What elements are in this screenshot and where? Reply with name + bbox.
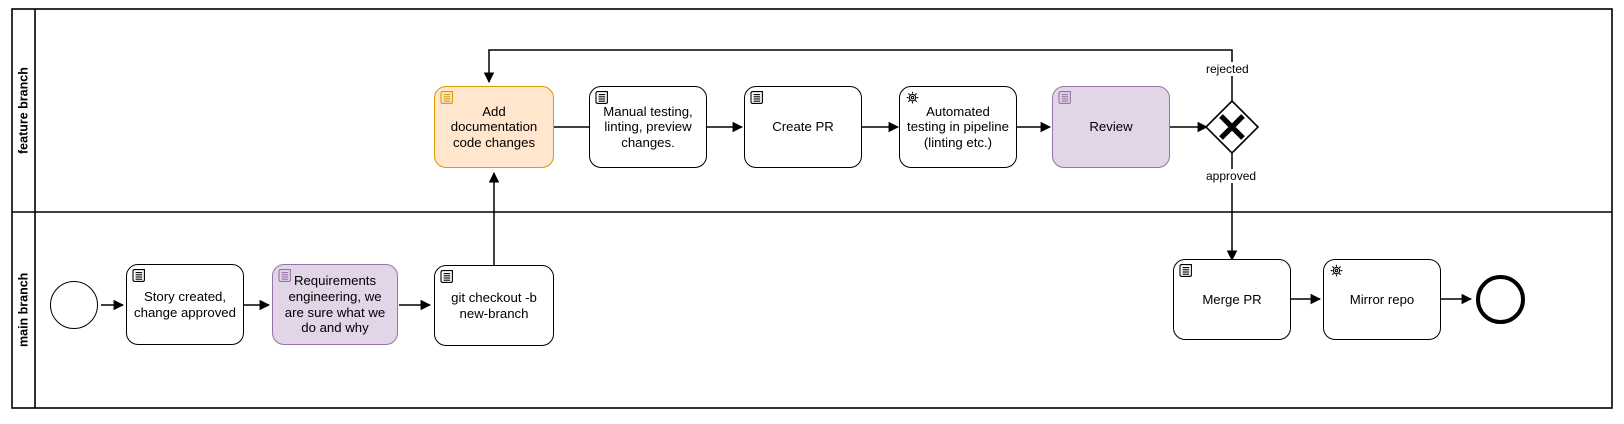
task-requirements-engineering[interactable]: Requirements engineering, we are sure wh… — [272, 264, 398, 345]
task-automated-testing[interactable]: Automated testing in pipeline (linting e… — [899, 86, 1017, 168]
task-label: Add documentation code changes — [450, 103, 538, 150]
pool-frame — [11, 8, 1613, 409]
manual-task-icon — [1179, 264, 1192, 277]
task-label: Story created, change approved — [134, 288, 236, 320]
task-story-created[interactable]: Story created, change approved — [126, 264, 244, 345]
task-review[interactable]: Review — [1052, 86, 1170, 168]
task-label: Mirror repo — [1349, 291, 1415, 307]
manual-task-icon — [440, 270, 453, 283]
task-mirror-repo[interactable]: Mirror repo — [1323, 259, 1441, 340]
service-task-gear-icon — [1330, 264, 1343, 277]
manual-task-icon — [750, 91, 763, 104]
lane-label-feature-branch: feature branch — [16, 67, 31, 154]
lane-label-main-branch: main branch — [16, 272, 31, 348]
task-merge-pr[interactable]: Merge PR — [1173, 259, 1291, 340]
x-cross-icon — [1219, 114, 1245, 140]
task-create-pr[interactable]: Create PR — [744, 86, 862, 168]
edge-label-approved: approved — [1204, 169, 1259, 183]
task-label: git checkout -b new-branch — [451, 289, 537, 321]
task-label: Create PR — [772, 119, 834, 135]
task-git-checkout[interactable]: git checkout -b new-branch — [434, 265, 554, 346]
task-label: Review — [1089, 119, 1133, 135]
manual-task-icon — [132, 269, 145, 282]
task-label: Merge PR — [1202, 291, 1262, 307]
end-event[interactable] — [1476, 275, 1525, 324]
task-add-documentation[interactable]: Add documentation code changes — [434, 86, 554, 168]
start-event[interactable] — [50, 281, 98, 329]
task-label: Automated testing in pipeline (linting e… — [907, 103, 1009, 150]
task-label: Requirements engineering, we are sure wh… — [284, 273, 386, 336]
manual-task-icon — [1058, 91, 1071, 104]
task-manual-testing[interactable]: Manual testing, linting, preview changes… — [589, 86, 707, 168]
edge-label-rejected: rejected — [1204, 62, 1251, 76]
exclusive-gateway[interactable] — [1204, 99, 1260, 155]
task-label: Manual testing, linting, preview changes… — [603, 103, 693, 150]
